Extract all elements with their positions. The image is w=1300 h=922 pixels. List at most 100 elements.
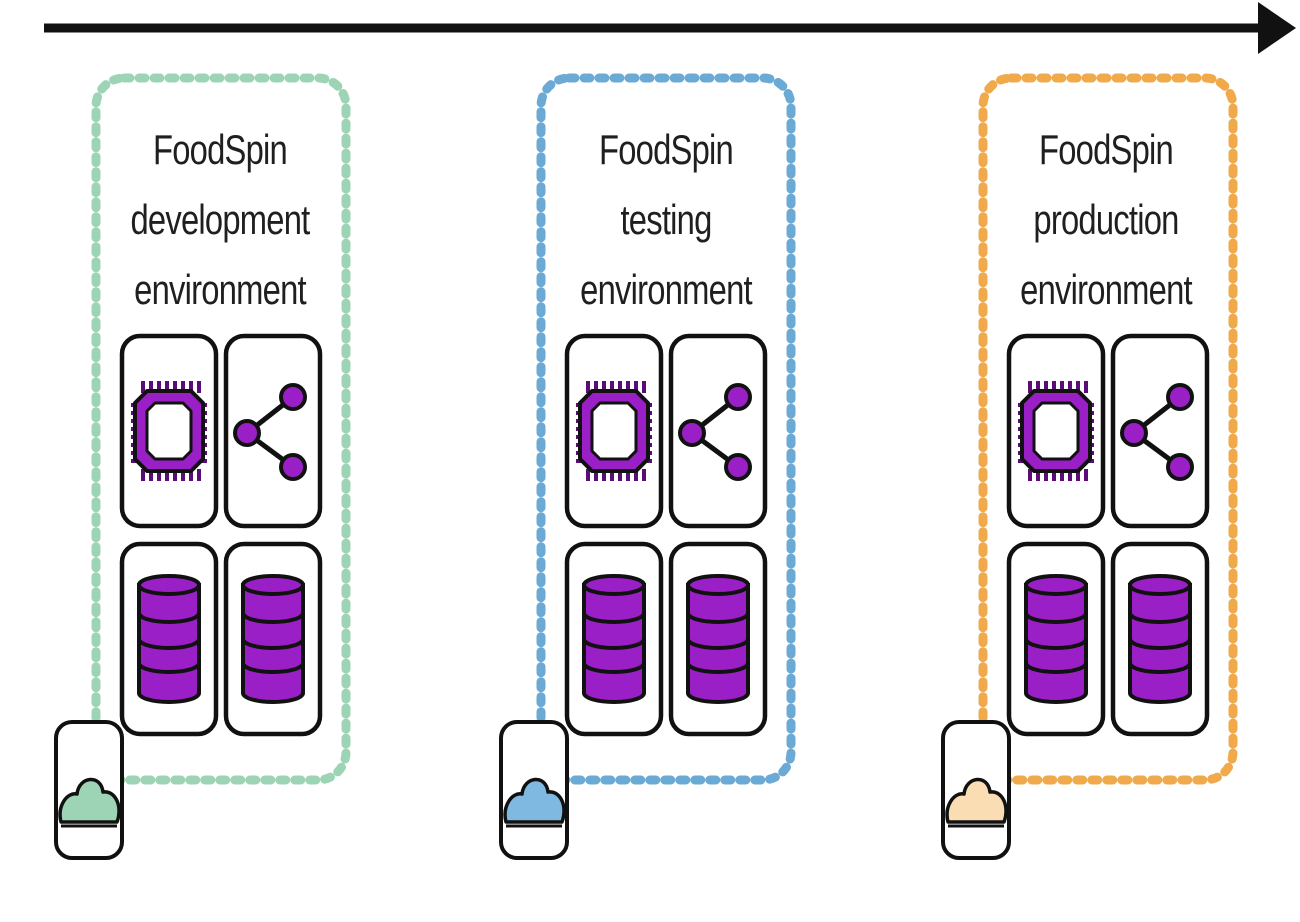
cpu-pin	[634, 381, 638, 393]
cpu-pin	[594, 469, 598, 481]
cpu-pin	[149, 381, 153, 393]
db-band	[241, 638, 305, 650]
cpu-pin	[189, 381, 193, 393]
timeline-arrow	[44, 2, 1296, 54]
network-node	[1166, 383, 1194, 411]
cpu-pin	[626, 381, 630, 393]
database-icon	[686, 574, 750, 704]
cpu-pin	[1060, 381, 1064, 393]
cpu-pin	[1068, 469, 1072, 481]
network-icon	[678, 383, 752, 481]
cpu-pin	[173, 381, 177, 393]
env-title-prod: FoodSpin production environment	[1005, 115, 1208, 325]
resource-tile-db	[1110, 541, 1210, 737]
db-top	[137, 574, 201, 596]
environment-panel-prod	[941, 73, 1238, 860]
network-node	[1166, 453, 1194, 481]
cloud-icon	[58, 777, 121, 824]
resource-tile-db	[1006, 541, 1106, 737]
db-top	[1024, 574, 1088, 596]
cpu-pin	[1036, 381, 1040, 393]
cpu-core	[590, 401, 638, 461]
environment-panel-dev	[54, 73, 351, 860]
cpu-pin	[1084, 469, 1088, 481]
db-band	[1024, 662, 1088, 674]
cpu-pin	[165, 469, 169, 481]
cpu-pin	[634, 469, 638, 481]
db-band	[582, 638, 646, 650]
cpu-pin	[610, 469, 614, 481]
cpu-core	[145, 401, 193, 461]
resource-tile-cpu	[564, 333, 664, 529]
cpu-pin	[141, 381, 145, 393]
env-title-line: FoodSpin	[152, 126, 288, 173]
env-title-test: FoodSpin testing environment	[565, 115, 768, 325]
environment-layer	[54, 73, 1238, 860]
cpu-pin	[1076, 469, 1080, 481]
network-node	[724, 453, 752, 481]
cpu-pin	[181, 381, 185, 393]
db-band	[241, 662, 305, 674]
resource-tile-net	[668, 333, 768, 529]
env-title-line: testing	[620, 196, 712, 243]
resource-tile-db	[668, 541, 768, 737]
cloud-icon	[503, 777, 566, 824]
cpu-pin	[1036, 469, 1040, 481]
network-icon	[1120, 383, 1194, 481]
db-band	[1128, 638, 1192, 650]
database-icon	[1128, 574, 1192, 704]
database-icon	[241, 574, 305, 704]
cpu-pin	[149, 469, 153, 481]
cpu-pin	[602, 469, 606, 481]
environment-panel-test	[499, 73, 796, 860]
env-title-line: environment	[580, 266, 752, 313]
cpu-pin	[618, 381, 622, 393]
db-band	[1128, 612, 1192, 624]
cpu-icon	[1018, 381, 1094, 481]
cpu-pin	[157, 469, 161, 481]
cpu-pin	[165, 381, 169, 393]
db-band	[582, 612, 646, 624]
cpu-pin	[1068, 381, 1072, 393]
cpu-pin	[181, 469, 185, 481]
environment-border-test	[536, 73, 796, 785]
cpu-pin	[157, 381, 161, 393]
env-title-line: environment	[134, 266, 306, 313]
cpu-icon	[576, 381, 652, 481]
network-node	[678, 419, 706, 447]
env-title-line: production	[1033, 196, 1179, 243]
resource-tile-db	[223, 541, 323, 737]
env-title-line: FoodSpin	[1038, 126, 1174, 173]
env-title-line: FoodSpin	[598, 126, 734, 173]
db-band	[686, 638, 750, 650]
cpu-core	[1032, 401, 1080, 461]
network-node	[279, 383, 307, 411]
cpu-pin	[1052, 381, 1056, 393]
cpu-pin	[1084, 381, 1088, 393]
cpu-pin	[626, 469, 630, 481]
database-icon	[137, 574, 201, 704]
network-node	[279, 453, 307, 481]
db-top	[241, 574, 305, 596]
resource-tile-db	[119, 541, 219, 737]
network-node	[233, 419, 261, 447]
db-band	[137, 662, 201, 674]
environment-border-prod	[978, 73, 1238, 785]
cpu-pin	[173, 469, 177, 481]
network-node	[724, 383, 752, 411]
cpu-pin	[642, 469, 646, 481]
resource-tile-cpu	[1006, 333, 1106, 529]
database-icon	[1024, 574, 1088, 704]
cpu-pin	[197, 381, 201, 393]
cpu-pin	[1052, 469, 1056, 481]
db-band	[137, 638, 201, 650]
cpu-pin	[602, 381, 606, 393]
db-band	[137, 612, 201, 624]
cpu-pin	[594, 381, 598, 393]
db-band	[686, 612, 750, 624]
cloud-icon	[945, 777, 1008, 824]
cpu-pin	[1044, 469, 1048, 481]
env-title-line: environment	[1020, 266, 1192, 313]
cpu-pin	[1028, 381, 1032, 393]
